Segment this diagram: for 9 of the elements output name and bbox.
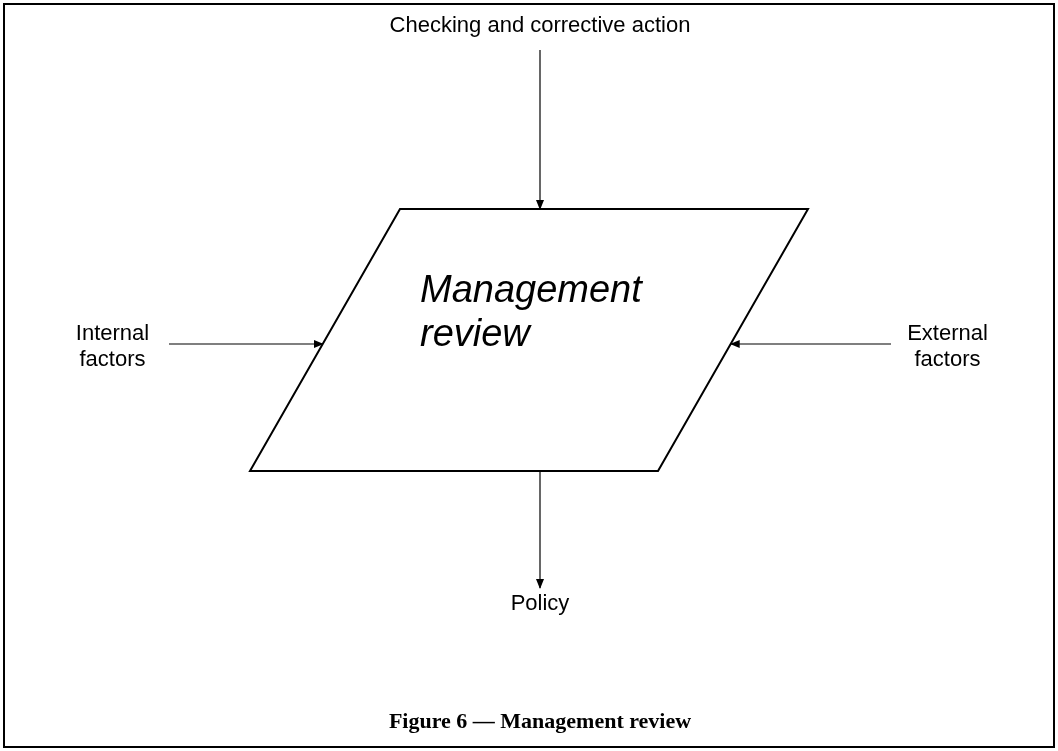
text-label: Checking and corrective action	[360, 12, 720, 38]
arrow	[536, 470, 544, 589]
shape-title: Management review	[419, 267, 644, 355]
figure-caption: Figure 6 — Management review	[387, 707, 693, 735]
text-label: External factors	[895, 320, 1000, 372]
arrow	[168, 340, 324, 348]
text-label: Policy	[505, 590, 575, 616]
arrow	[536, 49, 544, 210]
text-label: Internal factors	[60, 320, 165, 372]
